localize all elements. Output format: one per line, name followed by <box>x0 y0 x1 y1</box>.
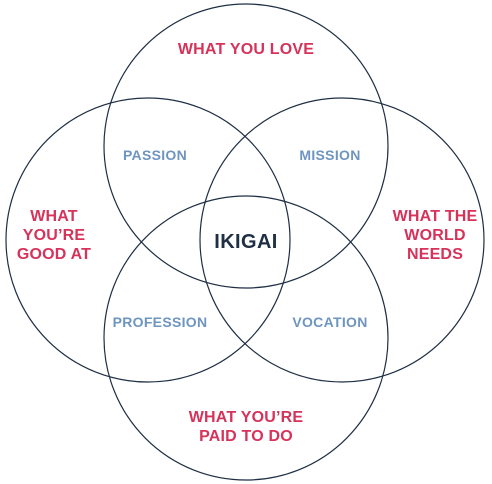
label-what-youre-good-at: WHAT YOU’RE GOOD AT <box>16 208 92 264</box>
label-vocation: VOCATION <box>292 314 368 330</box>
label-what-youre-paid-to-do: WHAT YOU’RE PAID TO DO <box>188 409 304 446</box>
label-profession: PROFESSION <box>112 314 208 330</box>
label-ikigai-center: IKIGAI <box>214 231 278 253</box>
circle-what-the-world-needs <box>199 97 485 383</box>
circle-what-youre-paid-to-do <box>103 195 389 481</box>
label-what-the-world-needs: WHAT THE WORLD NEEDS <box>392 208 478 264</box>
label-what-you-love: WHAT YOU LOVE <box>177 41 315 58</box>
circle-what-you-love <box>103 3 389 289</box>
label-passion: PASSION <box>122 147 188 163</box>
label-mission: MISSION <box>299 147 361 163</box>
circle-what-youre-good-at <box>5 97 291 383</box>
